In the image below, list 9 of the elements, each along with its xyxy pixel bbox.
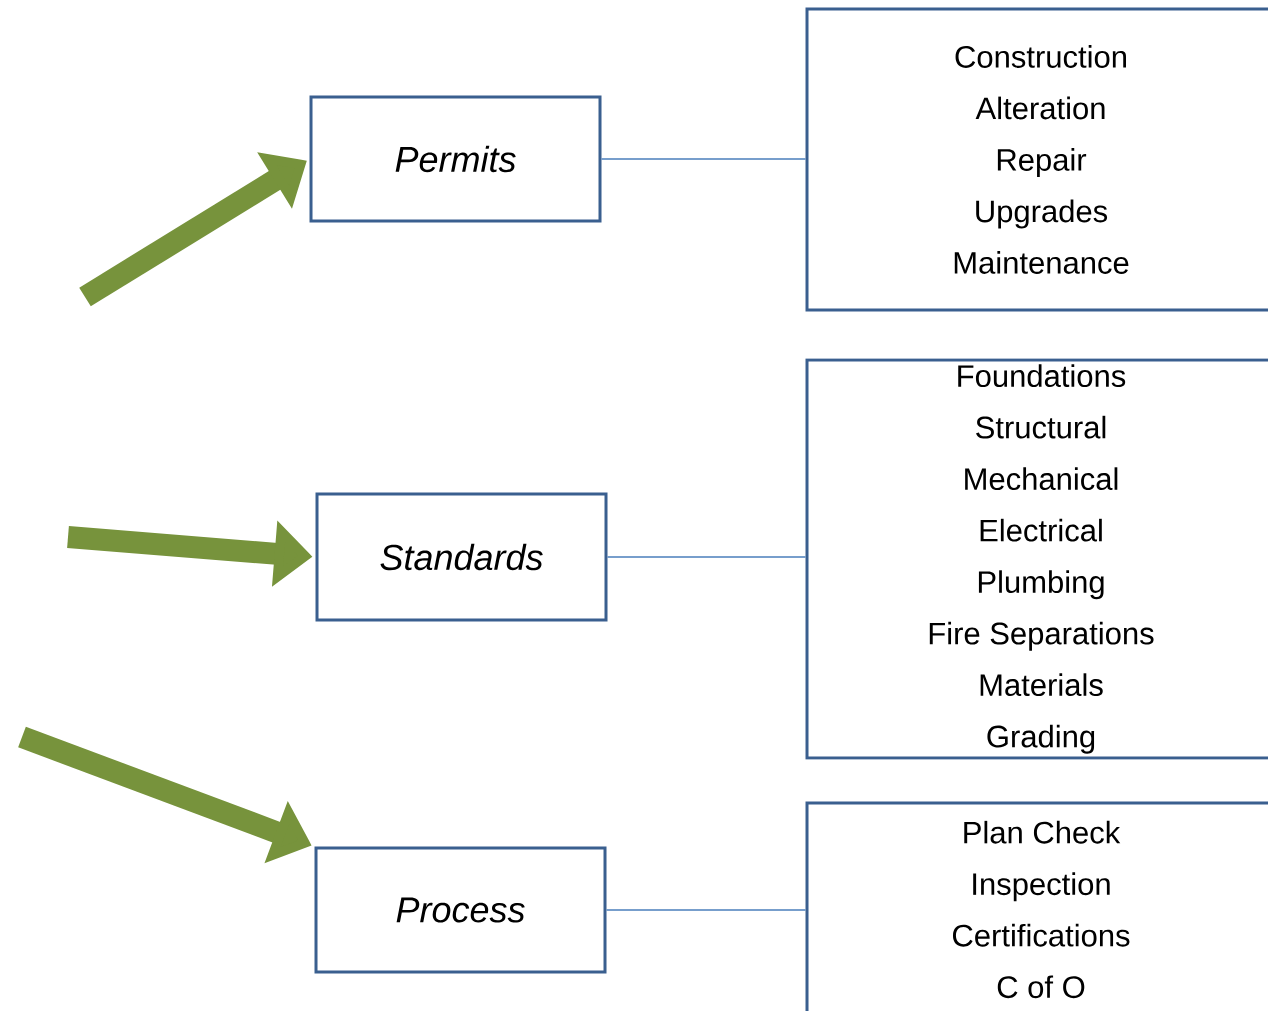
list-box: Foundations Structural Mechanical Electrical Plumbing Fire Separations Materials Grading [805, 358, 1268, 760]
list-box: Construction Alteration Repair Upgrades Maintenance [805, 7, 1268, 312]
category-box: Standards [315, 492, 608, 622]
connector-line [606, 556, 807, 558]
connector-line [600, 158, 807, 160]
connector-line [605, 909, 807, 911]
list-box: Plan Check Inspection Certifications C of O [805, 801, 1268, 1011]
category-box: Process [314, 846, 607, 974]
category-box: Permits [309, 95, 602, 223]
